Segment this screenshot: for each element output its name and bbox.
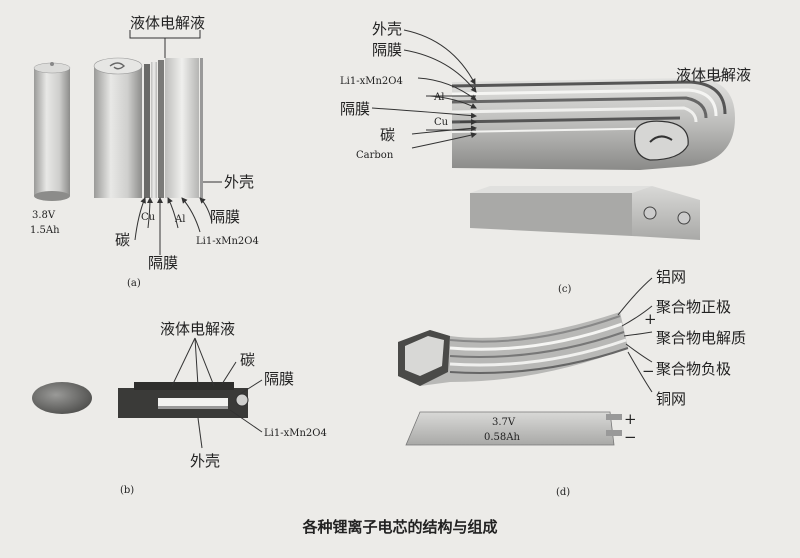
label-cathode-a: Li1-xMn2O4 [196,236,259,247]
label-al-mesh-d: 铝网 [656,268,686,286]
label-separator-mid-c: 隔膜 [340,100,370,118]
coin-cell [32,382,92,414]
small-cylinder-cell [33,62,71,201]
panel-c: 外壳 隔膜 Li1-xMn2O4 Al 隔膜 Cu 碳 Carbon 液体电解液… [340,20,751,295]
label-shell-b: 外壳 [190,452,220,470]
label-cathode-c: Li1-xMn2O4 [340,76,403,87]
figure-caption: 各种锂离子电芯的结构与组成 [301,518,497,536]
label-electrolyte-b: 液体电解液 [160,320,235,338]
polymer-flat-cell [405,411,622,446]
label-cu-c: Cu [434,117,449,128]
label-al-c: Al [433,92,444,103]
cell-voltage-a: 3.8V [32,210,56,221]
sign-plus-top-d: + [644,310,657,328]
panel-a: 3.8V 1.5Ah 液体电解液 外壳 Cu Al 隔膜 碳 Li1-xMn2O… [30,14,259,289]
label-electrolyte-c: 液体电解液 [676,66,751,84]
sign-minus-bottom-d: − [624,428,637,446]
label-separator-bottom-a: 隔膜 [148,254,178,272]
coin-cell-cross-section [118,382,249,418]
prismatic-cutaway [451,78,735,170]
prismatic-cell [470,186,700,240]
label-carbon-cn-c: 碳 [380,126,395,144]
label-positive-d: 聚合物正极 [656,298,731,316]
polymer-cell-cutaway [398,312,629,386]
cutaway-cylinder [93,57,203,198]
label-separator-top-c: 隔膜 [372,41,402,59]
label-carbon-en-c: Carbon [356,150,394,161]
panel-tag-c: (c) [558,284,572,295]
panel-tag-d: (d) [556,487,570,498]
sign-minus-top-d: − [642,362,655,380]
panel-tag-a: (a) [127,278,141,289]
label-cu-mesh-d: 铜网 [656,390,686,408]
sign-plus-bottom-d: + [624,410,637,428]
label-separator-b: 隔膜 [264,370,294,388]
panel-tag-b: (b) [120,485,134,496]
panel-b: 液体电解液 碳 隔膜 Li1-xMn2O4 外壳 (b) [32,320,327,496]
label-shell-c: 外壳 [372,20,402,38]
label-shell-a: 外壳 [224,173,254,191]
cell-capacity-d: 0.58Ah [484,432,520,443]
label-al-a: Al [174,214,185,225]
label-carbon-b: 碳 [240,351,255,369]
label-cathode-b: Li1-xMn2O4 [264,428,327,439]
label-cu-a: Cu [141,212,156,223]
label-negative-d: 聚合物负极 [656,360,731,378]
label-electrolyte-d: 聚合物电解质 [656,329,746,347]
label-electrolyte-a: 液体电解液 [130,14,205,32]
cell-capacity-a: 1.5Ah [30,225,60,236]
label-carbon-a: 碳 [115,231,130,249]
panel-d: 铝网 聚合物正极 聚合物电解质 聚合物负极 铜网 + − + − 3.7V 0.… [398,268,746,498]
label-separator-right-a: 隔膜 [210,208,240,226]
cell-voltage-d: 3.7V [492,417,516,428]
